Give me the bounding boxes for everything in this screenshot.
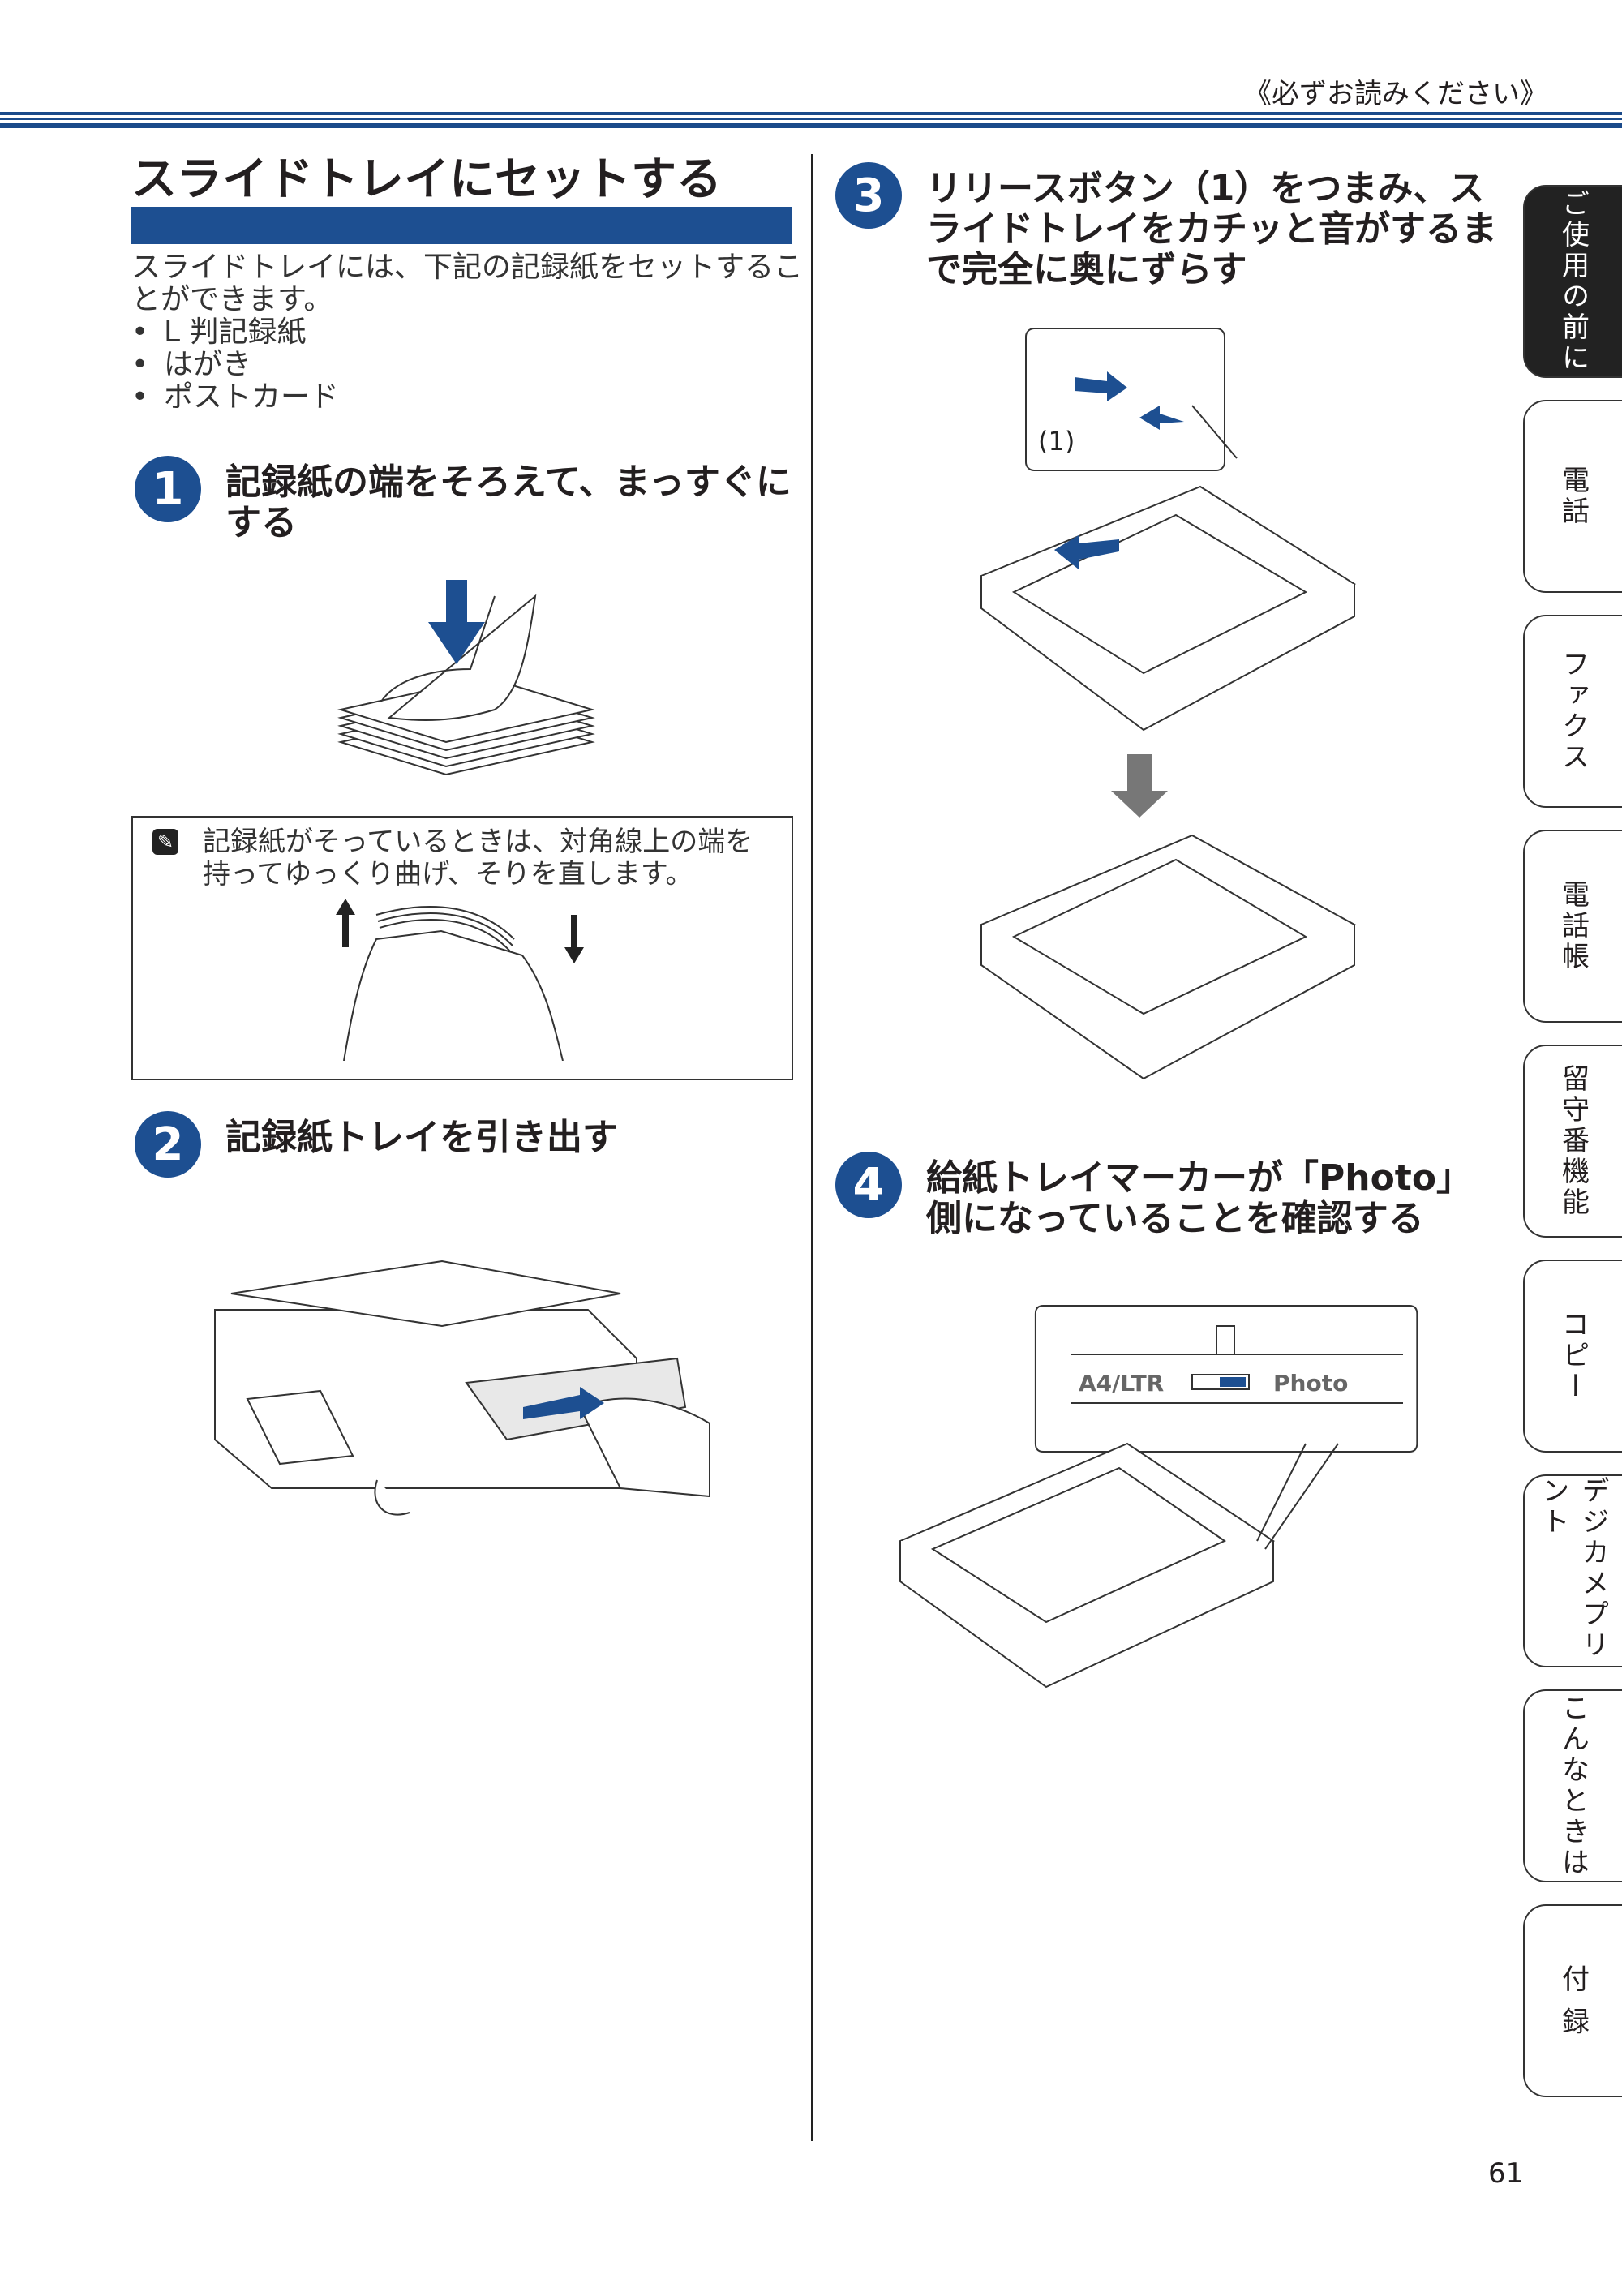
step-3: 3 リリースボタン（1）をつまみ、スライドトレイをカチッと音がするまで完全に奥に… [835, 162, 1500, 290]
marker-left-label: A4/LTR [1079, 1370, 1164, 1397]
step-text: 記録紙の端をそろえて、まっすぐにする [225, 461, 792, 543]
tab-label: 留守番機能 [1556, 1064, 1590, 1218]
paper-list: L 判記録紙 はがき ポストカード [131, 316, 805, 414]
tab-phone[interactable]: 電話 [1523, 400, 1622, 593]
page-title: スライドトレイにセットする [131, 153, 722, 206]
tab-fax[interactable]: ファクス [1523, 615, 1622, 808]
list-item: L 判記録紙 [131, 316, 805, 350]
align-paper-illustration [337, 580, 595, 776]
column-divider [811, 154, 813, 2141]
tab-label: ご使用の前に [1556, 189, 1590, 374]
step-2: 2 記録紙トレイを引き出す [135, 1111, 808, 1178]
tab-label: 電話帳 [1556, 880, 1590, 972]
release-button-label: (1) [1038, 426, 1075, 457]
tab-troubleshooting[interactable]: こんなときは [1523, 1689, 1622, 1882]
marker-right-label: Photo [1273, 1370, 1348, 1397]
bend-paper-illustration [336, 899, 584, 1061]
tab-appendix[interactable]: 付 録 [1523, 1904, 1622, 2097]
slide-tray-illustration: (1) [979, 328, 1357, 1080]
header-rule [0, 112, 1622, 115]
header-rule-3 [0, 123, 1622, 128]
tab-label: 付 録 [1556, 1963, 1590, 2038]
tab-label: デジカメプリント [1537, 1476, 1609, 1661]
note-box: ✎ 記録紙がそっているときは、対角線上の端を持ってゆっくり曲げ、そりを直します。 [131, 816, 793, 1080]
printer-illustration [214, 1260, 710, 1516]
tab-copy[interactable]: コピー [1523, 1260, 1622, 1453]
tab-label: こんなときは [1556, 1693, 1590, 1878]
tab-phonebook[interactable]: 電話帳 [1523, 830, 1622, 1023]
header-rule-2 [0, 118, 1622, 120]
list-item: ポストカード [131, 381, 805, 414]
tab-label: 電話 [1556, 466, 1590, 527]
step-4: 4 給紙トレイマーカーが「Photo」側になっていることを確認する [835, 1152, 1500, 1239]
page-number: 61 [1488, 2157, 1524, 2190]
tab-photo-print[interactable]: デジカメプリント [1523, 1474, 1622, 1667]
step-text: 給紙トレイマーカーが「Photo」側になっていることを確認する [926, 1157, 1473, 1239]
intro: スライドトレイには、下記の記録紙をセットすることができます。 L 判記録紙 はが… [131, 251, 805, 414]
step-number: 4 [835, 1152, 902, 1218]
step-number: 1 [135, 456, 201, 522]
tab-before-use[interactable]: ご使用の前に [1523, 185, 1622, 378]
note-text: 記録紙がそっているときは、対角線上の端を持ってゆっくり曲げ、そりを直します。 [203, 826, 753, 891]
step-number: 3 [835, 162, 902, 229]
intro-text: スライドトレイには、下記の記録紙をセットすることができます。 [131, 251, 804, 316]
step-text: 記録紙トレイを引き出す [225, 1117, 618, 1158]
step-1: 1 記録紙の端をそろえて、まっすぐにする [135, 456, 808, 543]
tab-label: コピー [1556, 1310, 1590, 1402]
step-number: 2 [135, 1111, 201, 1178]
list-item: はがき [131, 349, 805, 382]
pencil-icon: ✎ [152, 829, 178, 855]
step-text: リリースボタン（1）をつまみ、スライドトレイをカチッと音がするまで完全に奥にずら… [926, 168, 1497, 290]
title-bar [131, 207, 792, 244]
tab-label: ファクス [1556, 650, 1590, 773]
tray-marker-illustration: A4/LTR Photo [898, 1305, 1418, 1689]
header-note: 《必ずお読みください》 [1244, 78, 1547, 110]
tab-answering[interactable]: 留守番機能 [1523, 1045, 1622, 1238]
